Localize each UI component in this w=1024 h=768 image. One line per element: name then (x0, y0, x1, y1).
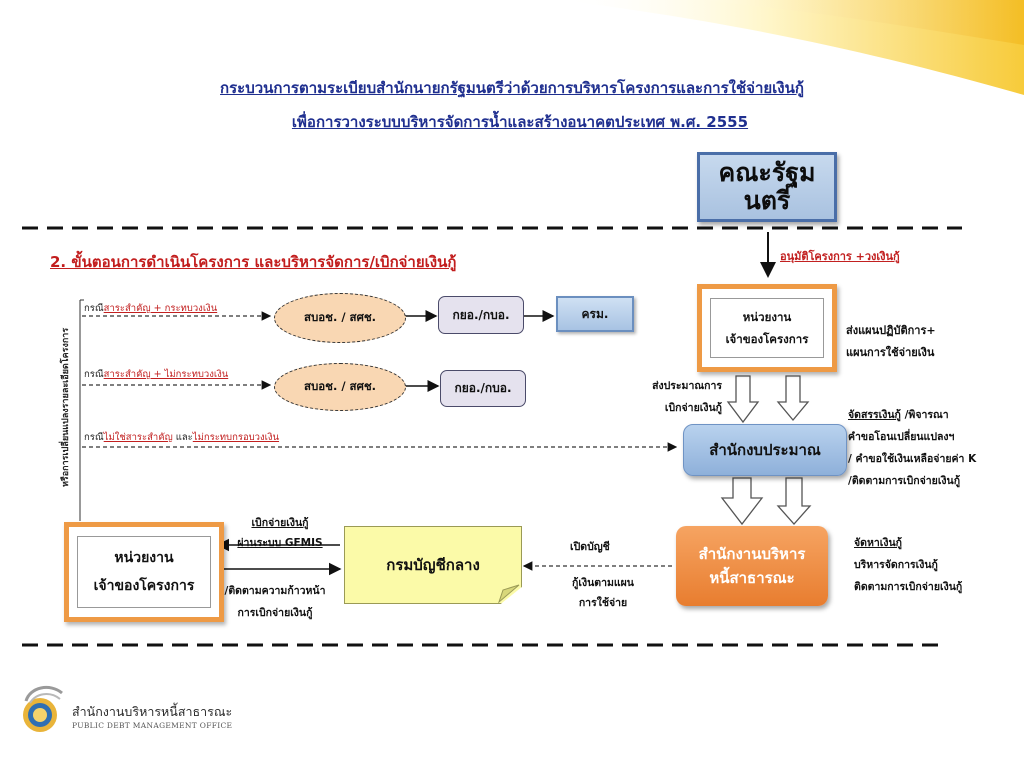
side-vertical-label: หรือการเปลี่ยนแปลงรายละเอียดโครงการ (61, 327, 71, 487)
committee-box-2: กยอ./กบอ. (440, 370, 526, 407)
project-owner-bottom-line1: หน่วยงาน (114, 550, 174, 566)
disbursement-estimate-note: ส่งประมาณการ เบิกจ่ายเงินกู้ (618, 375, 722, 419)
cabinet-label-line2: นตรี (743, 186, 791, 215)
project-owner-line1: หน่วยงาน (742, 310, 792, 324)
committee-box-1: กยอ./กบอ. (438, 296, 524, 334)
budget-note-line2: คำขอโอนเปลี่ยนแปลงฯ (848, 431, 955, 443)
case-label-3: กรณีไม่ใช่สาระสำคัญ และไม่กระทบกรอบวงเงิ… (84, 430, 279, 445)
note-fold-corner (497, 584, 520, 604)
title-line-1: กระบวนการตามระเบียบสำนักนายกรัฐมนตรีว่าด… (220, 79, 804, 97)
case-conjunction: และ (172, 432, 193, 443)
pdmo-logo-icon (23, 685, 63, 732)
loan-plan-line2: การใช้จ่าย (578, 597, 628, 609)
action-plan-note: ส่งแผนปฏิบัติการ+ แผนการใช้จ่ายเงิน (846, 320, 936, 364)
project-owner-bottom-line2: เจ้าของโครงการ (93, 578, 195, 594)
pdmo-box: สำนักงานบริหาร หนี้สาธารณะ (676, 526, 828, 606)
action-plan-note-line1: ส่งแผนปฏิบัติการ+ (846, 324, 936, 337)
nesdb-oval-2: สบอช. / สศช. (274, 363, 406, 411)
case-prefix: กรณี (84, 432, 104, 443)
pdmo-note-line2: บริหารจัดการเงินกู้ (854, 559, 938, 571)
cabinet-small-box: ครม. (556, 296, 634, 332)
action-plan-note-line2: แผนการใช้จ่ายเงิน (846, 346, 935, 359)
loan-plan-label: กู้เงินตามแผน การใช้จ่าย (560, 573, 646, 613)
gfmis-line2: ผ่านระบบ GFMIS (237, 537, 323, 549)
pdmo-note: จัดหาเงินกู้ บริหารจัดการเงินกู้ ติดตามก… (854, 532, 962, 598)
project-owner-box-top: หน่วยงาน เจ้าของโครงการ (697, 284, 837, 372)
gfmis-disburse-label: เบิกจ่ายเงินกู้ ผ่านระบบ GFMIS (222, 513, 338, 553)
cabinet-box: คณะรัฐม นตรี (697, 152, 837, 222)
header-swoosh-decoration (560, 0, 1024, 95)
pdmo-line1: สำนักงานบริหาร (698, 545, 806, 563)
progress-tracking-label: /ติดตามความก้าวหน้า การเบิกจ่ายเงินกู้ (212, 580, 338, 624)
approve-label: อนุมัติโครงการ +วงเงินกู้ (780, 250, 900, 263)
tracking-line2: การเบิกจ่ายเงินกู้ (237, 607, 313, 619)
gfmis-line1: เบิกจ่ายเงินกู้ (251, 517, 309, 529)
open-account-label: เปิดบัญชี (570, 541, 610, 553)
cabinet-label-line1: คณะรัฐม (718, 158, 816, 187)
nesdb-oval-1: สบอช. / สศช. (274, 293, 406, 343)
pdmo-note-line3: ติดตามการเบิกจ่ายเงินกู้ (854, 581, 963, 593)
loan-plan-line1: กู้เงินตามแผน (572, 577, 634, 589)
case-label-2: กรณีสาระสำคัญ + ไม่กระทบวงเงิน (84, 367, 228, 382)
disbursement-estimate-line2: เบิกจ่ายเงินกู้ (664, 402, 722, 414)
disbursement-estimate-line1: ส่งประมาณการ (652, 380, 722, 392)
budget-bureau-box: สำนักงบประมาณ (683, 424, 847, 476)
budget-note-line3: / คำขอใช้เงินเหลือจ่ายค่า K (848, 453, 977, 465)
org-name-thai: สำนักงานบริหารหนี้สาธารณะ (72, 704, 233, 719)
case-label-1: กรณีสาระสำคัญ + กระทบวงเงิน (84, 301, 217, 316)
project-owner-line2: เจ้าของโครงการ (725, 332, 809, 346)
org-name-english: PUBLIC DEBT MANAGEMENT OFFICE (72, 721, 233, 730)
budget-note-line1: จัดสรรเงินกู้ /พิจารณา (848, 404, 976, 426)
pdmo-line2: หนี้สาธารณะ (709, 569, 795, 587)
project-owner-box-bottom: หน่วยงาน เจ้าของโครงการ (64, 522, 224, 622)
budget-bureau-note: จัดสรรเงินกู้ /พิจารณา คำขอโอนเปลี่ยนแปล… (848, 404, 976, 492)
case-condition: ไม่ใช่สาระสำคัญ (103, 432, 173, 443)
budget-note-line4: /ติดตามการเบิกจ่ายเงินกู้ (848, 475, 961, 487)
title-line-2: เพื่อการวางระบบบริหารจัดการน้ำและสร้างอน… (291, 113, 749, 131)
case-condition-2: ไม่กระทบกรอบวงเงิน (192, 432, 280, 443)
case-prefix: กรณี (84, 369, 104, 380)
comptroller-general-box: กรมบัญชีกลาง (344, 526, 522, 604)
pdmo-note-line1: จัดหาเงินกู้ (854, 537, 903, 549)
case-condition: สาระสำคัญ + กระทบวงเงิน (103, 303, 218, 314)
case-prefix: กรณี (84, 303, 104, 314)
consider-text: /พิจารณา (900, 409, 949, 421)
step-heading: 2. ขั้นตอนการดำเนินโครงการ และบริหารจัดก… (50, 253, 457, 271)
tracking-line1: /ติดตามความก้าวหน้า (224, 585, 326, 597)
allocate-loan-text: จัดสรรเงินกู้ (848, 409, 901, 421)
case-condition: สาระสำคัญ + ไม่กระทบวงเงิน (103, 369, 229, 380)
